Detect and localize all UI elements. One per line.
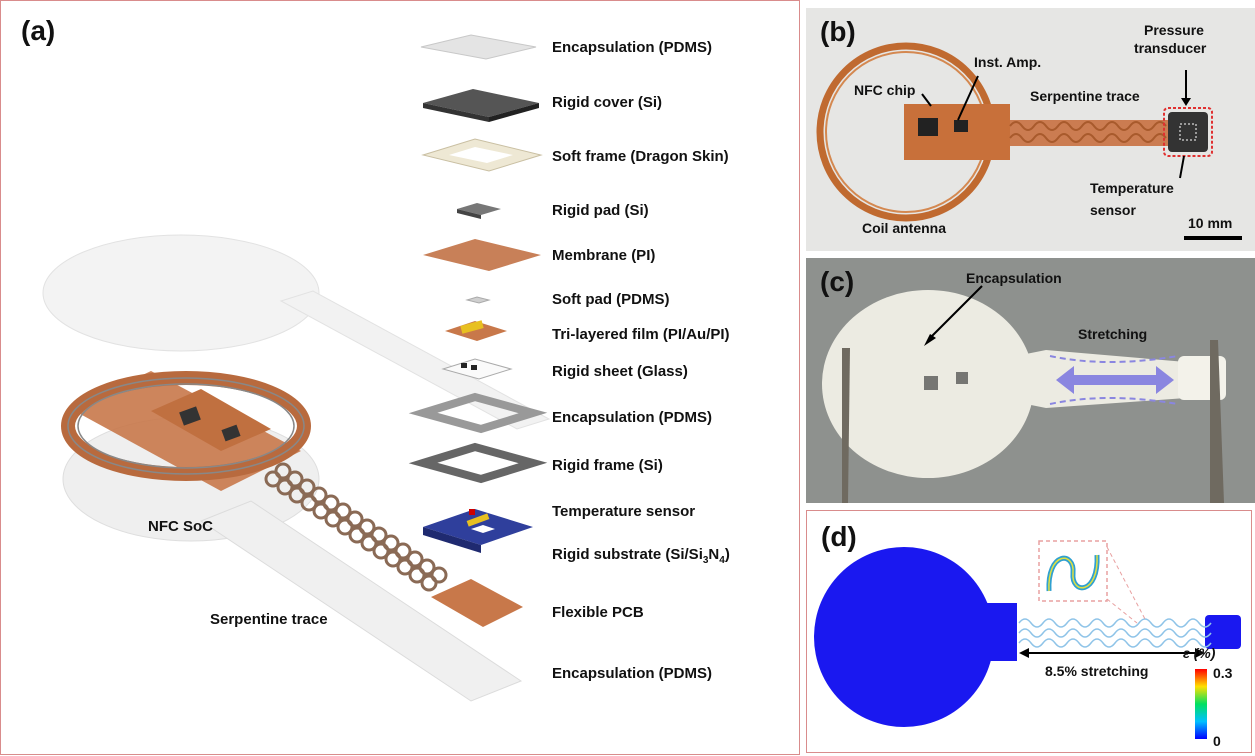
- layer-label-8: Rigid sheet (Glass): [552, 363, 688, 380]
- layer-label-9: Encapsulation (PDMS): [552, 409, 713, 426]
- layer-label-4: Rigid pad (Si): [552, 202, 649, 219]
- temp-label-1: Temperature: [1090, 180, 1174, 196]
- encapsulation-label-c: Encapsulation: [966, 270, 1062, 286]
- panel-b-label: (b): [820, 16, 856, 47]
- panel-d: (d) 8.5% stretching ε (%) 0.3 0: [806, 510, 1252, 753]
- nfc-chip-label: NFC chip: [854, 82, 916, 98]
- colorbar-max: 0.3: [1213, 665, 1233, 681]
- layer-label-14: Encapsulation (PDMS): [552, 665, 713, 682]
- layer-label-2: Rigid cover (Si): [552, 94, 663, 111]
- substrate-sub2: 4: [719, 555, 725, 566]
- serpentine-label-b: Serpentine trace: [1030, 88, 1140, 104]
- inst-amp-label: Inst. Amp.: [974, 54, 1042, 70]
- panel-a-label: (a): [21, 15, 56, 46]
- pressure-label-2: transducer: [1134, 40, 1207, 56]
- pressure-label-1: Pressure: [1144, 22, 1204, 38]
- layer-label-3: Soft frame (Dragon Skin): [552, 148, 729, 165]
- layer-label-5: Membrane (PI): [552, 247, 656, 264]
- device-photo: [816, 42, 1242, 240]
- coil-label: Coil antenna: [862, 220, 947, 236]
- top-encapsulation-sheet: [42, 234, 551, 430]
- layer-label-7: Tri-layered film (PI/Au/PI): [552, 326, 730, 343]
- flexible-pcb-coil: [61, 371, 523, 627]
- temp-label-2: sensor: [1090, 202, 1136, 218]
- stretch-label: 8.5% stretching: [1045, 663, 1149, 679]
- layer-label-11: Temperature sensor: [552, 503, 696, 520]
- exploded-view-illustration: [42, 34, 551, 702]
- colorbar-min: 0: [1213, 733, 1221, 749]
- layer-label-6: Soft pad (PDMS): [552, 291, 670, 308]
- colorbar-title: ε (%): [1183, 645, 1216, 661]
- strain-simulation: [814, 540, 1241, 739]
- panel-a: (a): [0, 0, 800, 755]
- nfc-soc-label: NFC SoC: [148, 518, 213, 535]
- layer-label-13: Flexible PCB: [552, 604, 644, 621]
- substrate-close: ): [724, 546, 730, 563]
- layer-label-10: Rigid frame (Si): [552, 457, 663, 474]
- bottom-encapsulation-sheet: [62, 416, 523, 702]
- panel-c: (c) Encapsulation Stretching: [806, 258, 1255, 503]
- layer-label-1: Encapsulation (PDMS): [552, 39, 713, 56]
- panel-d-label: (d): [821, 521, 857, 552]
- substrate-sub1: 3: [702, 555, 709, 566]
- stretching-label: Stretching: [1078, 326, 1148, 342]
- scale-label: 10 mm: [1188, 215, 1233, 231]
- substrate-n: N: [708, 546, 720, 563]
- layer-stack: [408, 34, 548, 553]
- panel-b: (b) NFC chip Inst. Amp. Pressure transdu…: [806, 8, 1255, 251]
- stretching-photo: [806, 258, 1255, 503]
- panel-c-label: (c): [820, 266, 855, 297]
- layer-label-12: Rigid substrate (Si/Si3N4): [552, 546, 730, 566]
- serpentine-label-a: Serpentine trace: [210, 611, 328, 628]
- substrate-text: Rigid substrate (Si/Si: [552, 546, 703, 563]
